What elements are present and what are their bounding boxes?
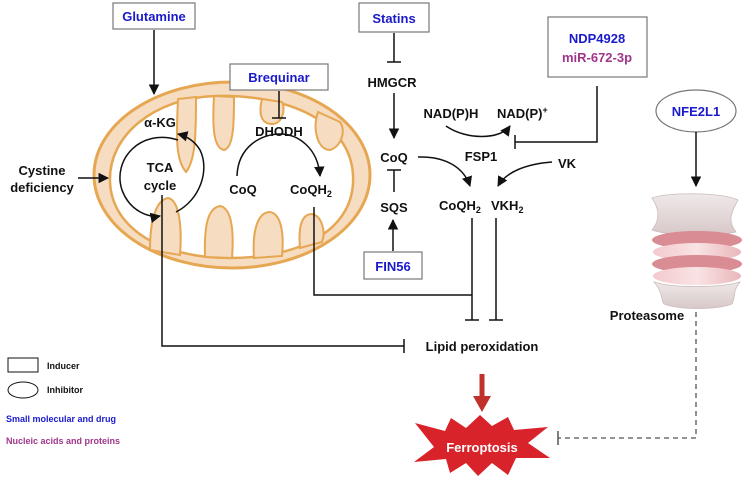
mitochondrion — [92, 80, 372, 270]
tca-label-2: cycle — [144, 178, 177, 193]
cystine-label-1: Cystine — [19, 163, 66, 178]
coq-mito-label: CoQ — [229, 182, 256, 197]
legend: Inducer Inhibitor Small molecular and dr… — [6, 357, 120, 446]
glutamine-box — [112, 2, 196, 30]
statins-box — [358, 2, 430, 33]
ndp4928-label: NDP4928 — [569, 31, 625, 46]
ferroptosis-label: Ferroptosis — [446, 440, 518, 455]
legend-inducer-label: Inducer — [47, 361, 80, 371]
cystine-label-2: deficiency — [10, 180, 74, 195]
fin56-box — [363, 251, 423, 280]
statins-label: Statins — [372, 11, 415, 26]
vkh2-label: VKH2 — [491, 198, 523, 215]
legend-nucleic-acids-label: Nucleic acids and proteins — [6, 436, 120, 446]
akg-label: α-KG — [144, 115, 176, 130]
hmgcr-label: HMGCR — [367, 75, 417, 90]
coq-right-label: CoQ — [380, 150, 407, 165]
legend-inhibitor-swatch — [7, 381, 39, 399]
proteasome-label: Proteasome — [610, 308, 684, 323]
legend-inducer-swatch — [7, 357, 39, 373]
coqh2-right-label: CoQH2 — [439, 198, 481, 215]
dhodh-label: DHODH — [255, 124, 303, 139]
ferroptosis-star — [414, 415, 550, 476]
nadph-label: NAD(P)H — [424, 106, 479, 121]
brequinar-label: Brequinar — [248, 70, 309, 85]
ndp-mir-box — [547, 16, 648, 78]
proteasome-icon — [651, 193, 742, 309]
nfe2l1-label: NFE2L1 — [672, 104, 720, 119]
fin56-label: FIN56 — [375, 259, 410, 274]
legend-small-molecular-label: Small molecular and drug — [6, 414, 116, 424]
tca-label-1: TCA — [147, 160, 174, 175]
fsp1-label: FSP1 — [465, 149, 498, 164]
brequinar-box — [229, 63, 329, 91]
mir672-label: miR-672-3p — [562, 50, 632, 65]
nadp-label: NAD(P)+ — [497, 105, 548, 121]
sqs-label: SQS — [380, 200, 408, 215]
lipid-peroxidation-label: Lipid peroxidation — [426, 339, 539, 354]
vk-label: VK — [558, 156, 577, 171]
legend-inhibitor-label: Inhibitor — [47, 385, 83, 395]
coqh2-mito-label: CoQH2 — [290, 182, 332, 199]
glutamine-label: Glutamine — [122, 9, 186, 24]
